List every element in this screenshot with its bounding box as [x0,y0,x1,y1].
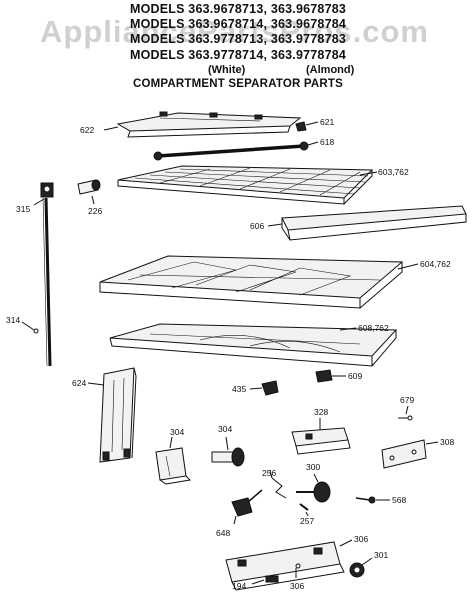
label-608-762: 608,762 [358,323,389,333]
part-435-bracket [249,380,279,396]
part-648-damper [231,489,263,525]
part-194-clip [251,575,279,585]
part-621-clip [295,121,319,132]
label-194: 194 [232,581,246,591]
part-609-clip [315,369,346,383]
label-314: 314 [6,315,20,325]
part-226-plug [77,179,101,205]
part-608-lower-pan [109,323,398,367]
label-603-762: 603,762 [378,167,409,177]
label-609: 609 [348,371,362,381]
label-301: 301 [374,550,388,560]
model-line-1: MODELS 363.9678713, 363.9678783 [129,2,347,16]
part-304-knob [211,436,245,467]
part-568-screw [355,496,390,504]
label-304-b: 304 [218,424,232,434]
model-line-3: MODELS 363.9778713, 363.9778783 [129,32,347,46]
label-435: 435 [232,384,246,394]
part-604-separator [99,255,419,309]
label-304-a: 304 [170,427,184,437]
label-306-b: 306 [290,581,304,591]
label-568: 568 [392,495,406,505]
label-621: 621 [320,117,334,127]
label-624: 624 [72,378,86,388]
label-618: 618 [320,137,334,147]
label-226: 226 [88,206,102,216]
part-257-pin [299,503,309,517]
part-301-knob [349,557,373,578]
color-almond-label: (Almond) [306,64,355,76]
label-679: 679 [400,395,414,405]
part-679-screw [398,405,413,421]
part-315-hinge [33,182,54,206]
watermark: AppliancePartsPros.com [40,14,429,49]
model-line-4: MODELS 363.9778714, 363.9778784 [129,48,347,62]
part-300-gear [296,473,331,503]
label-315: 315 [16,204,30,214]
label-257: 257 [300,516,314,526]
label-256: 256 [262,468,276,478]
label-306-a: 306 [354,534,368,544]
label-308: 308 [440,437,454,447]
part-306-housing [225,539,353,591]
part-603-grille-shelf [117,165,378,205]
part-624-channel [87,367,137,463]
part-618-rod [153,141,319,161]
part-314-rod [21,197,52,367]
label-622: 622 [80,125,94,135]
color-white-label: (White) [208,64,246,76]
diagram-subtitle: COMPARTMENT SEPARATOR PARTS [132,78,344,90]
label-648: 648 [216,528,230,538]
part-308-plate [381,439,439,469]
part-606-front-trim [267,205,467,241]
part-328-bracket [291,418,351,455]
part-256-spring [269,469,287,499]
label-604-762: 604,762 [420,259,451,269]
part-622-rail [103,111,302,138]
label-606: 606 [250,221,264,231]
label-328: 328 [314,407,328,417]
model-line-2: MODELS 363.9678714, 363.9678784 [129,17,347,31]
part-304-housing [155,436,192,485]
label-300: 300 [306,462,320,472]
